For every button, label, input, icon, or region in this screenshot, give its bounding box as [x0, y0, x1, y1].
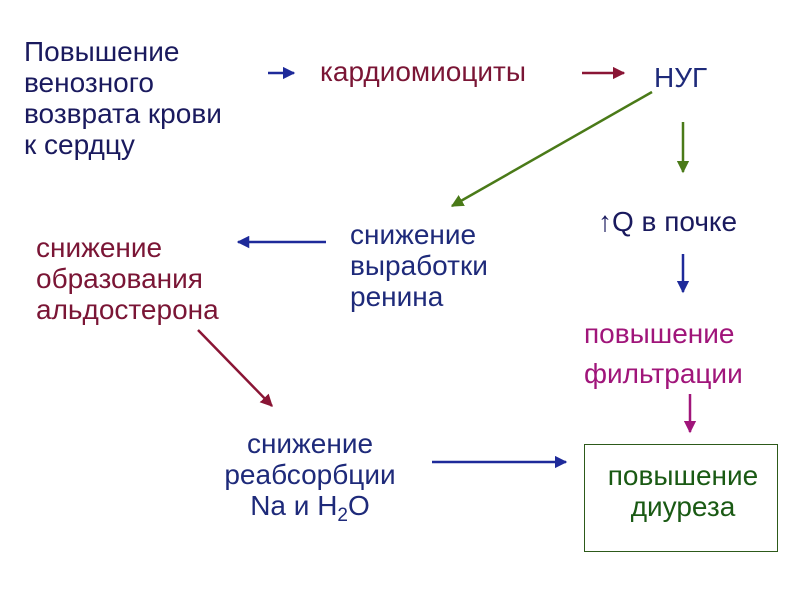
node-renin-line: выработки: [350, 250, 488, 281]
node-venous-return-line: венозного: [24, 67, 154, 98]
node-renin: снижение выработки ренина: [350, 219, 488, 312]
node-reabsorption-formula: Na и H2O: [212, 490, 408, 525]
node-venous-return-line: к сердцу: [24, 129, 135, 160]
node-diuresis-line: повышение: [607, 460, 759, 491]
node-cardiomyocytes: кардиомиоциты: [320, 56, 526, 87]
node-cardiomyocytes-label: кардиомиоциты: [320, 56, 527, 87]
formula-prefix: Na и H: [250, 490, 338, 521]
formula-subscript: 2: [337, 505, 348, 526]
diuresis-box: [584, 444, 778, 552]
node-venous-return-line: Повышение: [24, 36, 180, 67]
node-venous-return: Повышение венозного возврата крови к сер…: [24, 36, 222, 160]
node-venous-return-line: возврата крови: [24, 98, 222, 129]
node-aldosterone: снижение образования альдостерона: [36, 232, 219, 325]
node-aldosterone-line: образования: [36, 263, 203, 294]
node-renin-line: ренина: [350, 281, 444, 312]
node-aldosterone-line: снижение: [36, 232, 163, 263]
formula-suffix: O: [348, 490, 370, 521]
node-q-kidney-label: ↑Q в почке: [598, 206, 738, 237]
node-reabsorption: снижение реабсорбции Na и H2O: [212, 428, 408, 525]
arrow-nug-to-renin: [450, 90, 653, 208]
node-reabsorption-line: реабсорбции: [224, 459, 396, 490]
node-filtration-line: фильтрации: [584, 358, 743, 389]
node-nug: НУГ: [654, 62, 707, 93]
node-nug-label: НУГ: [654, 62, 708, 93]
node-reabsorption-line: снижение: [246, 428, 374, 459]
node-diuresis-line: диуреза: [630, 491, 736, 522]
node-q-kidney: ↑Q в почке: [598, 206, 737, 237]
node-filtration-line: повышение: [584, 318, 735, 349]
node-renin-line: снижение: [350, 219, 477, 250]
arrow-aldosterone-to-reabsorption: [197, 329, 273, 407]
node-diuresis: повышение диуреза: [590, 460, 776, 522]
node-filtration: повышение фильтрации: [584, 314, 743, 394]
node-aldosterone-line: альдостерона: [36, 294, 219, 325]
